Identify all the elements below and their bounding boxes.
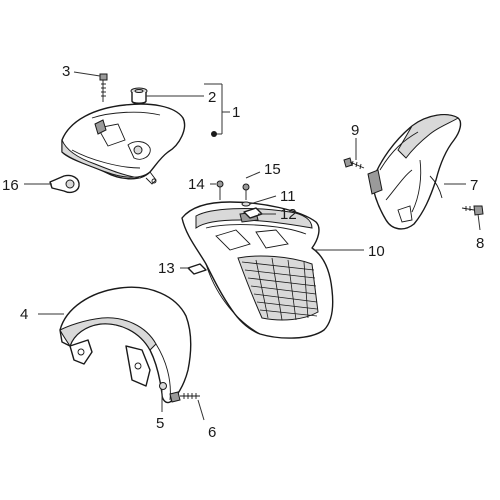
screw-8 — [461, 205, 484, 216]
callouts: 3 2 1 16 9 7 8 15 14 11 12 10 13 4 5 6 — [2, 63, 484, 441]
callout-8: 8 — [476, 235, 484, 252]
reference-dot — [211, 131, 217, 137]
grille — [237, 255, 319, 321]
callout-1: 1 — [232, 104, 240, 121]
callout-13: 13 — [158, 260, 175, 277]
callout-10: 10 — [368, 243, 385, 260]
callout-12: 12 — [280, 206, 297, 223]
rear-mudguard — [343, 114, 484, 230]
callout-11: 11 — [280, 188, 296, 205]
callout-6: 6 — [208, 424, 216, 441]
callout-4: 4 — [20, 306, 28, 323]
washer-5 — [159, 382, 167, 390]
central-body-10 — [181, 180, 334, 339]
screw-15 — [242, 183, 250, 200]
leader-lines — [24, 71, 481, 421]
callout-16: 16 — [2, 177, 19, 194]
callout-15: 15 — [264, 161, 281, 178]
callout-14: 14 — [188, 176, 205, 193]
screw-14 — [216, 180, 224, 200]
rear-shield-assembly — [61, 73, 186, 185]
bushing-2 — [130, 87, 148, 104]
callout-3: 3 — [62, 63, 70, 80]
front-mudguard — [59, 286, 200, 404]
callout-9: 9 — [351, 122, 359, 139]
bracket-16 — [49, 174, 80, 194]
callout-2: 2 — [208, 89, 216, 106]
callout-5: 5 — [156, 415, 164, 432]
screw-6 — [169, 391, 200, 403]
screw-3 — [99, 73, 108, 102]
washer-11 — [241, 201, 251, 207]
screw-9 — [343, 157, 365, 170]
callout-7: 7 — [470, 177, 478, 194]
clip-13 — [187, 263, 207, 275]
